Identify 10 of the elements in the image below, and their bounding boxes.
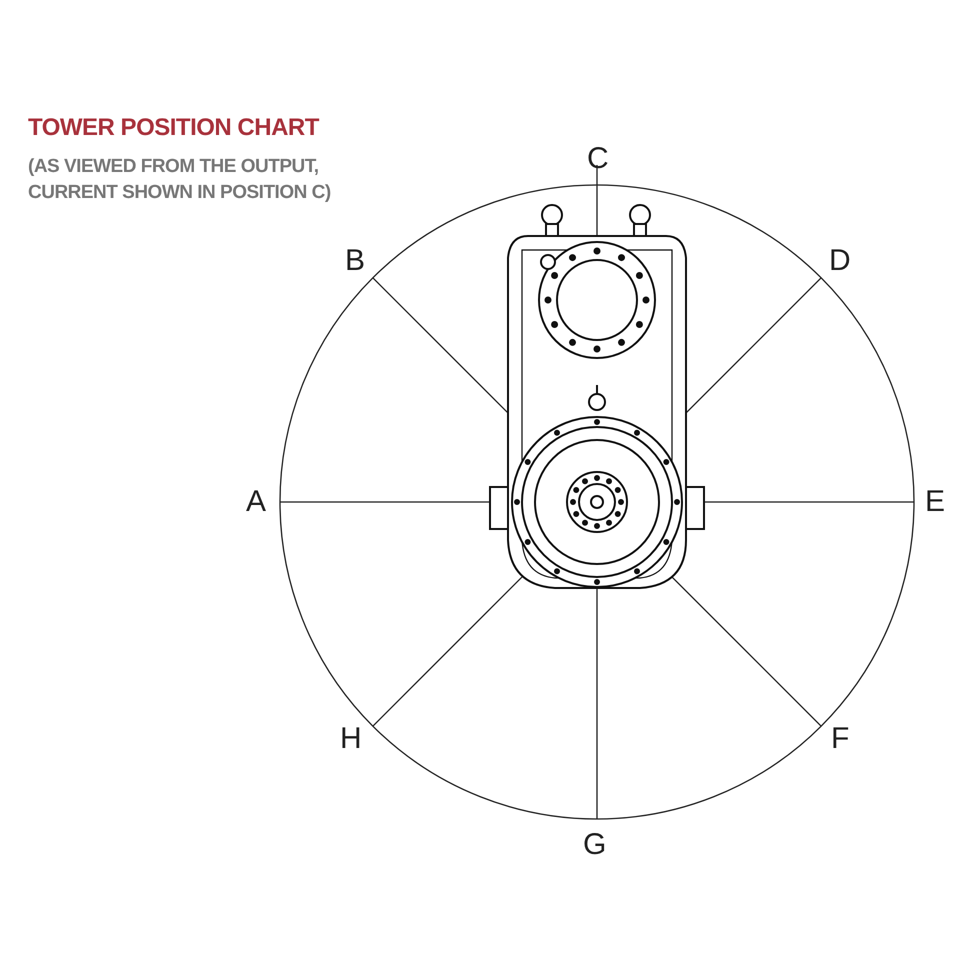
subtitle: (AS VIEWED FROM THE OUTPUT, CURRENT SHOWN IN POSITION C) [28, 155, 332, 205]
position-letter: B [345, 246, 366, 276]
position-letter: D [829, 246, 851, 276]
position-letter: E [925, 487, 946, 517]
chart-title: TOWER POSITION CHART [28, 114, 319, 142]
position-letter: A [246, 487, 266, 517]
position-letter: F [831, 724, 850, 754]
position-letter: G [583, 830, 606, 860]
position-letter: H [340, 724, 362, 754]
position-letter: C [587, 144, 609, 174]
